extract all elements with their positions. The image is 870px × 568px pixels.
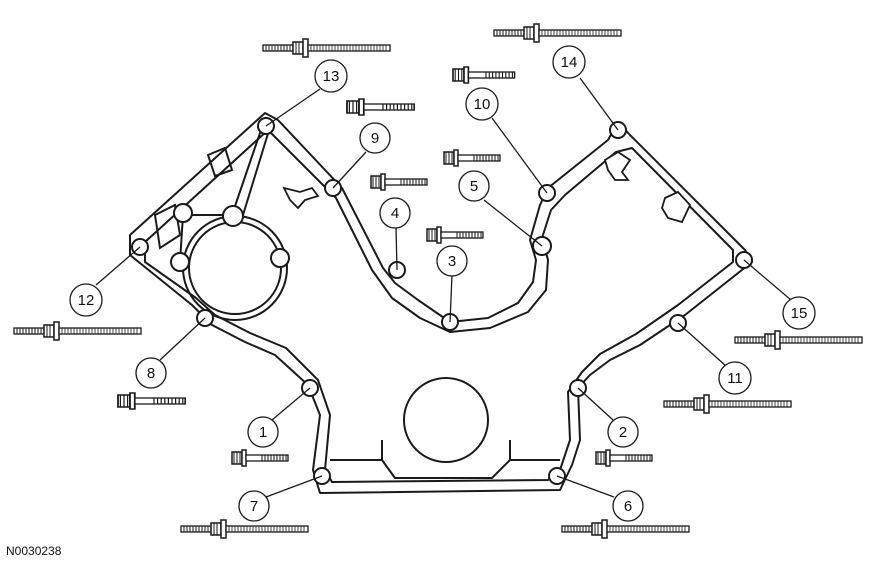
callout-2: 2 [607, 416, 639, 448]
callout-12: 12 [69, 283, 103, 317]
bolt-8-short [117, 392, 187, 410]
bolt-12-stud [13, 321, 142, 341]
svg-text:14: 14 [561, 54, 578, 71]
svg-text:6: 6 [624, 498, 632, 515]
bolt-10-short [452, 66, 516, 84]
callout-8: 8 [135, 357, 167, 389]
callout-6: 6 [612, 490, 644, 522]
water-pump-bosses [170, 203, 290, 272]
callout-4: 4 [379, 197, 411, 229]
callout-13: 13 [314, 59, 348, 93]
bolt-14-stud [493, 23, 622, 43]
callout-9: 9 [359, 122, 391, 154]
svg-text:9: 9 [371, 130, 379, 147]
svg-text:2: 2 [619, 424, 627, 441]
svg-text:5: 5 [470, 178, 478, 195]
callout-15: 15 [782, 296, 816, 330]
bolt-2-short [595, 449, 653, 467]
svg-text:4: 4 [391, 205, 399, 222]
bolt-7-stud [180, 519, 309, 539]
mounting-lugs [282, 150, 692, 224]
svg-text:8: 8 [147, 365, 155, 382]
callout-10: 10 [465, 87, 499, 121]
bolt-9-short [346, 98, 416, 116]
bolt-4-short [370, 173, 428, 191]
svg-text:15: 15 [791, 305, 808, 322]
svg-text:3: 3 [448, 253, 456, 270]
svg-text:1: 1 [259, 424, 267, 441]
svg-text:13: 13 [323, 68, 340, 85]
svg-text:10: 10 [474, 96, 491, 113]
callout-5: 5 [458, 170, 490, 202]
svg-text:12: 12 [78, 292, 95, 309]
callout-11: 11 [718, 361, 752, 395]
leader-lines [95, 77, 792, 498]
callouts: 1 2 3 4 5 6 7 8 9 10 11 12 13 14 15 [69, 45, 816, 522]
bolt-5-short [443, 149, 501, 167]
figure-id-label: N0030238 [6, 544, 62, 558]
bolt-6-stud [561, 519, 690, 539]
bolt-1-short [231, 449, 289, 467]
callout-7: 7 [238, 490, 270, 522]
callout-1: 1 [247, 416, 279, 448]
svg-text:11: 11 [727, 370, 743, 387]
crankshaft-seal-bore [403, 377, 489, 463]
callout-3: 3 [436, 245, 468, 277]
bolt-15-stud [734, 330, 863, 350]
svg-text:7: 7 [250, 498, 258, 515]
bolt-13-stud [262, 38, 391, 58]
bolt-3-short [426, 226, 484, 244]
bolt-11-stud [663, 394, 792, 414]
callout-14: 14 [552, 45, 586, 79]
